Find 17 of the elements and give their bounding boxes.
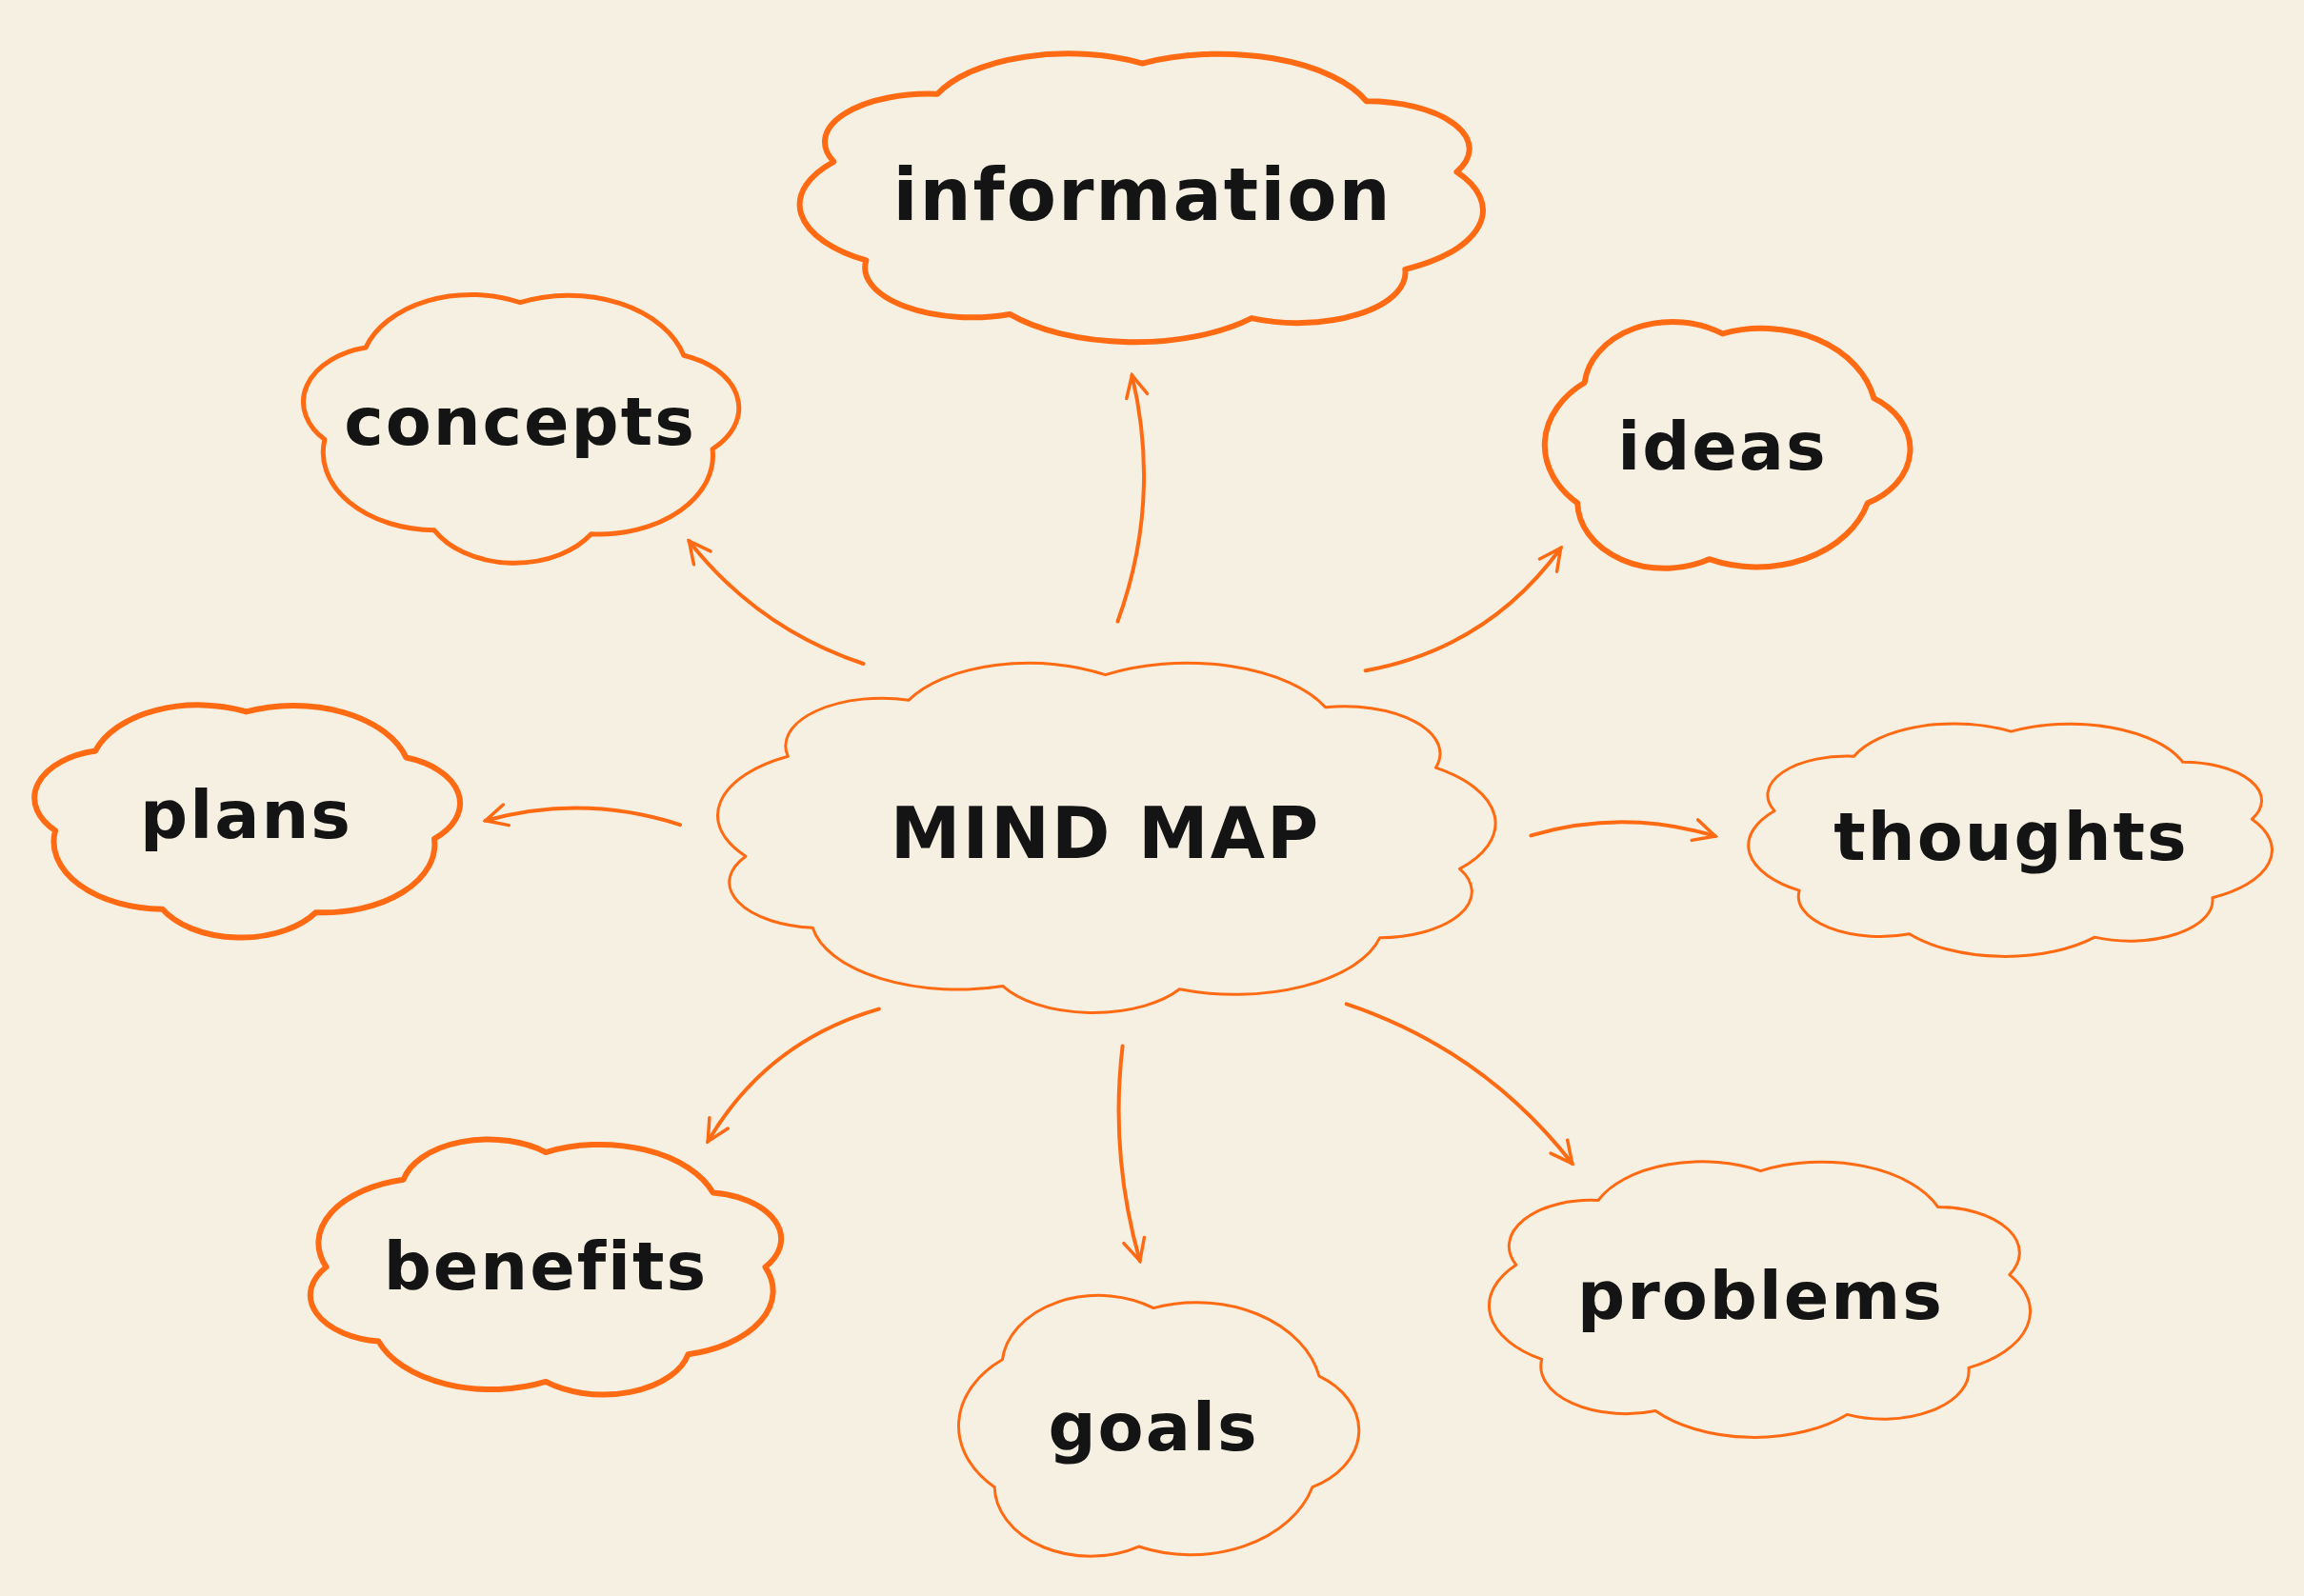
arrow — [687, 539, 866, 666]
node-label: plans — [140, 779, 352, 852]
node-label: problems — [1577, 1260, 1944, 1333]
arrow — [1363, 546, 1563, 673]
node-label: ideas — [1617, 409, 1828, 484]
arrow — [1115, 373, 1149, 624]
node-label: thoughts — [1833, 801, 2189, 874]
arrow — [1529, 818, 1717, 843]
arrow — [1344, 1002, 1574, 1166]
arrow — [1116, 1044, 1147, 1264]
arrow — [483, 803, 682, 828]
node-label: goals — [1048, 1390, 1259, 1465]
node-label: information — [892, 154, 1392, 235]
arrow — [706, 1007, 881, 1144]
node-label: MIND MAP — [890, 794, 1321, 873]
node-label: concepts — [344, 386, 696, 459]
node-label: benefits — [383, 1230, 709, 1304]
